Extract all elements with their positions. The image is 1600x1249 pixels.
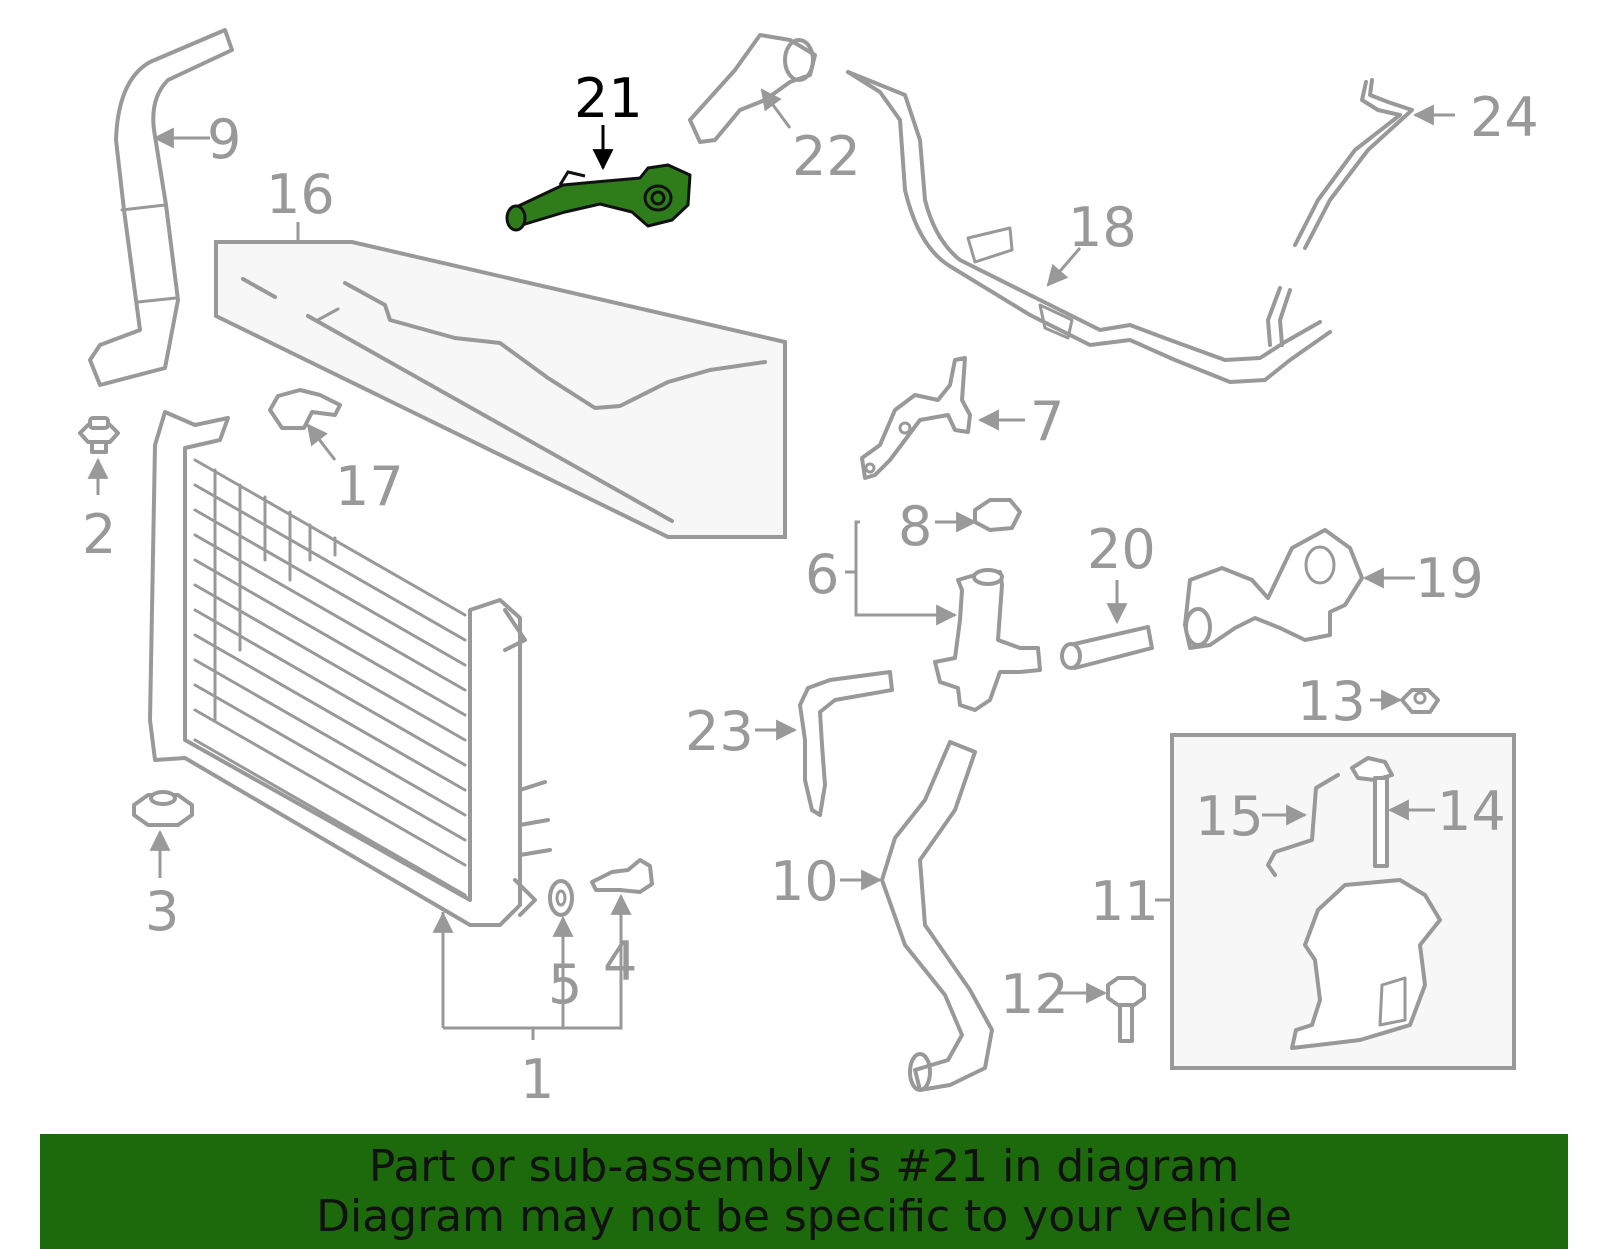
part-18-pipe[interactable] bbox=[846, 70, 1332, 384]
part-20-thermostat[interactable] bbox=[1060, 625, 1154, 670]
part-17-sensor[interactable] bbox=[268, 388, 342, 430]
part-21-water-outlet-pipe[interactable] bbox=[505, 163, 692, 232]
part-5-gasket[interactable] bbox=[548, 879, 574, 917]
callout-3[interactable]: 3 bbox=[145, 880, 179, 943]
part-3-cap[interactable] bbox=[132, 790, 194, 827]
callout-10[interactable]: 10 bbox=[770, 850, 839, 913]
callout-11[interactable]: 11 bbox=[1090, 870, 1159, 933]
callout-1[interactable]: 1 bbox=[520, 1048, 554, 1111]
part-8-cap[interactable] bbox=[973, 498, 1022, 532]
callout-2[interactable]: 2 bbox=[82, 503, 116, 566]
callout-20[interactable]: 20 bbox=[1087, 518, 1156, 581]
part-13-nut[interactable] bbox=[1400, 688, 1440, 714]
part-9-upper-hose[interactable] bbox=[88, 28, 234, 387]
callout-labels: 9 16 2 17 3 1 5 4 21 22 18 24 7 8 6 20 1… bbox=[82, 67, 1539, 1111]
banner-line-1: Part or sub-assembly is #21 in diagram bbox=[368, 1140, 1240, 1192]
part-24-pipe[interactable] bbox=[1293, 78, 1414, 250]
callout-13[interactable]: 13 bbox=[1297, 670, 1366, 733]
callout-9[interactable]: 9 bbox=[207, 108, 241, 171]
part-7-bracket[interactable] bbox=[860, 356, 972, 480]
part-12-bolt[interactable] bbox=[1106, 976, 1146, 1043]
callout-17[interactable]: 17 bbox=[335, 455, 404, 518]
part-1-radiator[interactable] bbox=[148, 410, 552, 927]
callout-18[interactable]: 18 bbox=[1068, 196, 1137, 259]
callout-14[interactable]: 14 bbox=[1437, 780, 1506, 843]
callout-8[interactable]: 8 bbox=[898, 495, 932, 558]
callout-21[interactable]: 21 bbox=[574, 67, 643, 130]
callout-6[interactable]: 6 bbox=[805, 543, 839, 606]
part-16-hose-kit[interactable] bbox=[214, 240, 787, 539]
part-6-inlet-housing[interactable] bbox=[933, 568, 1042, 712]
part-22-hose[interactable] bbox=[688, 33, 817, 144]
part-19-outlet-housing[interactable] bbox=[1183, 528, 1364, 650]
callout-24[interactable]: 24 bbox=[1470, 86, 1539, 149]
callout-4[interactable]: 4 bbox=[603, 930, 637, 993]
callout-7[interactable]: 7 bbox=[1030, 390, 1064, 453]
leader-lines bbox=[87, 88, 1455, 1040]
part-4-drain-cock[interactable] bbox=[590, 858, 654, 894]
callout-23[interactable]: 23 bbox=[685, 700, 754, 763]
part-10-lower-hose[interactable] bbox=[880, 740, 994, 1092]
info-banner: Part or sub-assembly is #21 in diagram D… bbox=[40, 1134, 1568, 1249]
banner-line-2: Diagram may not be specific to your vehi… bbox=[316, 1190, 1292, 1242]
part-23-hose[interactable] bbox=[798, 670, 894, 817]
callout-5[interactable]: 5 bbox=[548, 953, 582, 1016]
callout-12[interactable]: 12 bbox=[1000, 963, 1069, 1026]
callout-22[interactable]: 22 bbox=[792, 125, 861, 188]
part-2-plug[interactable] bbox=[78, 416, 120, 454]
callout-15[interactable]: 15 bbox=[1195, 785, 1264, 848]
part-11-reservoir-kit[interactable] bbox=[1170, 733, 1516, 1070]
callout-19[interactable]: 19 bbox=[1415, 547, 1484, 610]
callout-16[interactable]: 16 bbox=[266, 163, 335, 226]
